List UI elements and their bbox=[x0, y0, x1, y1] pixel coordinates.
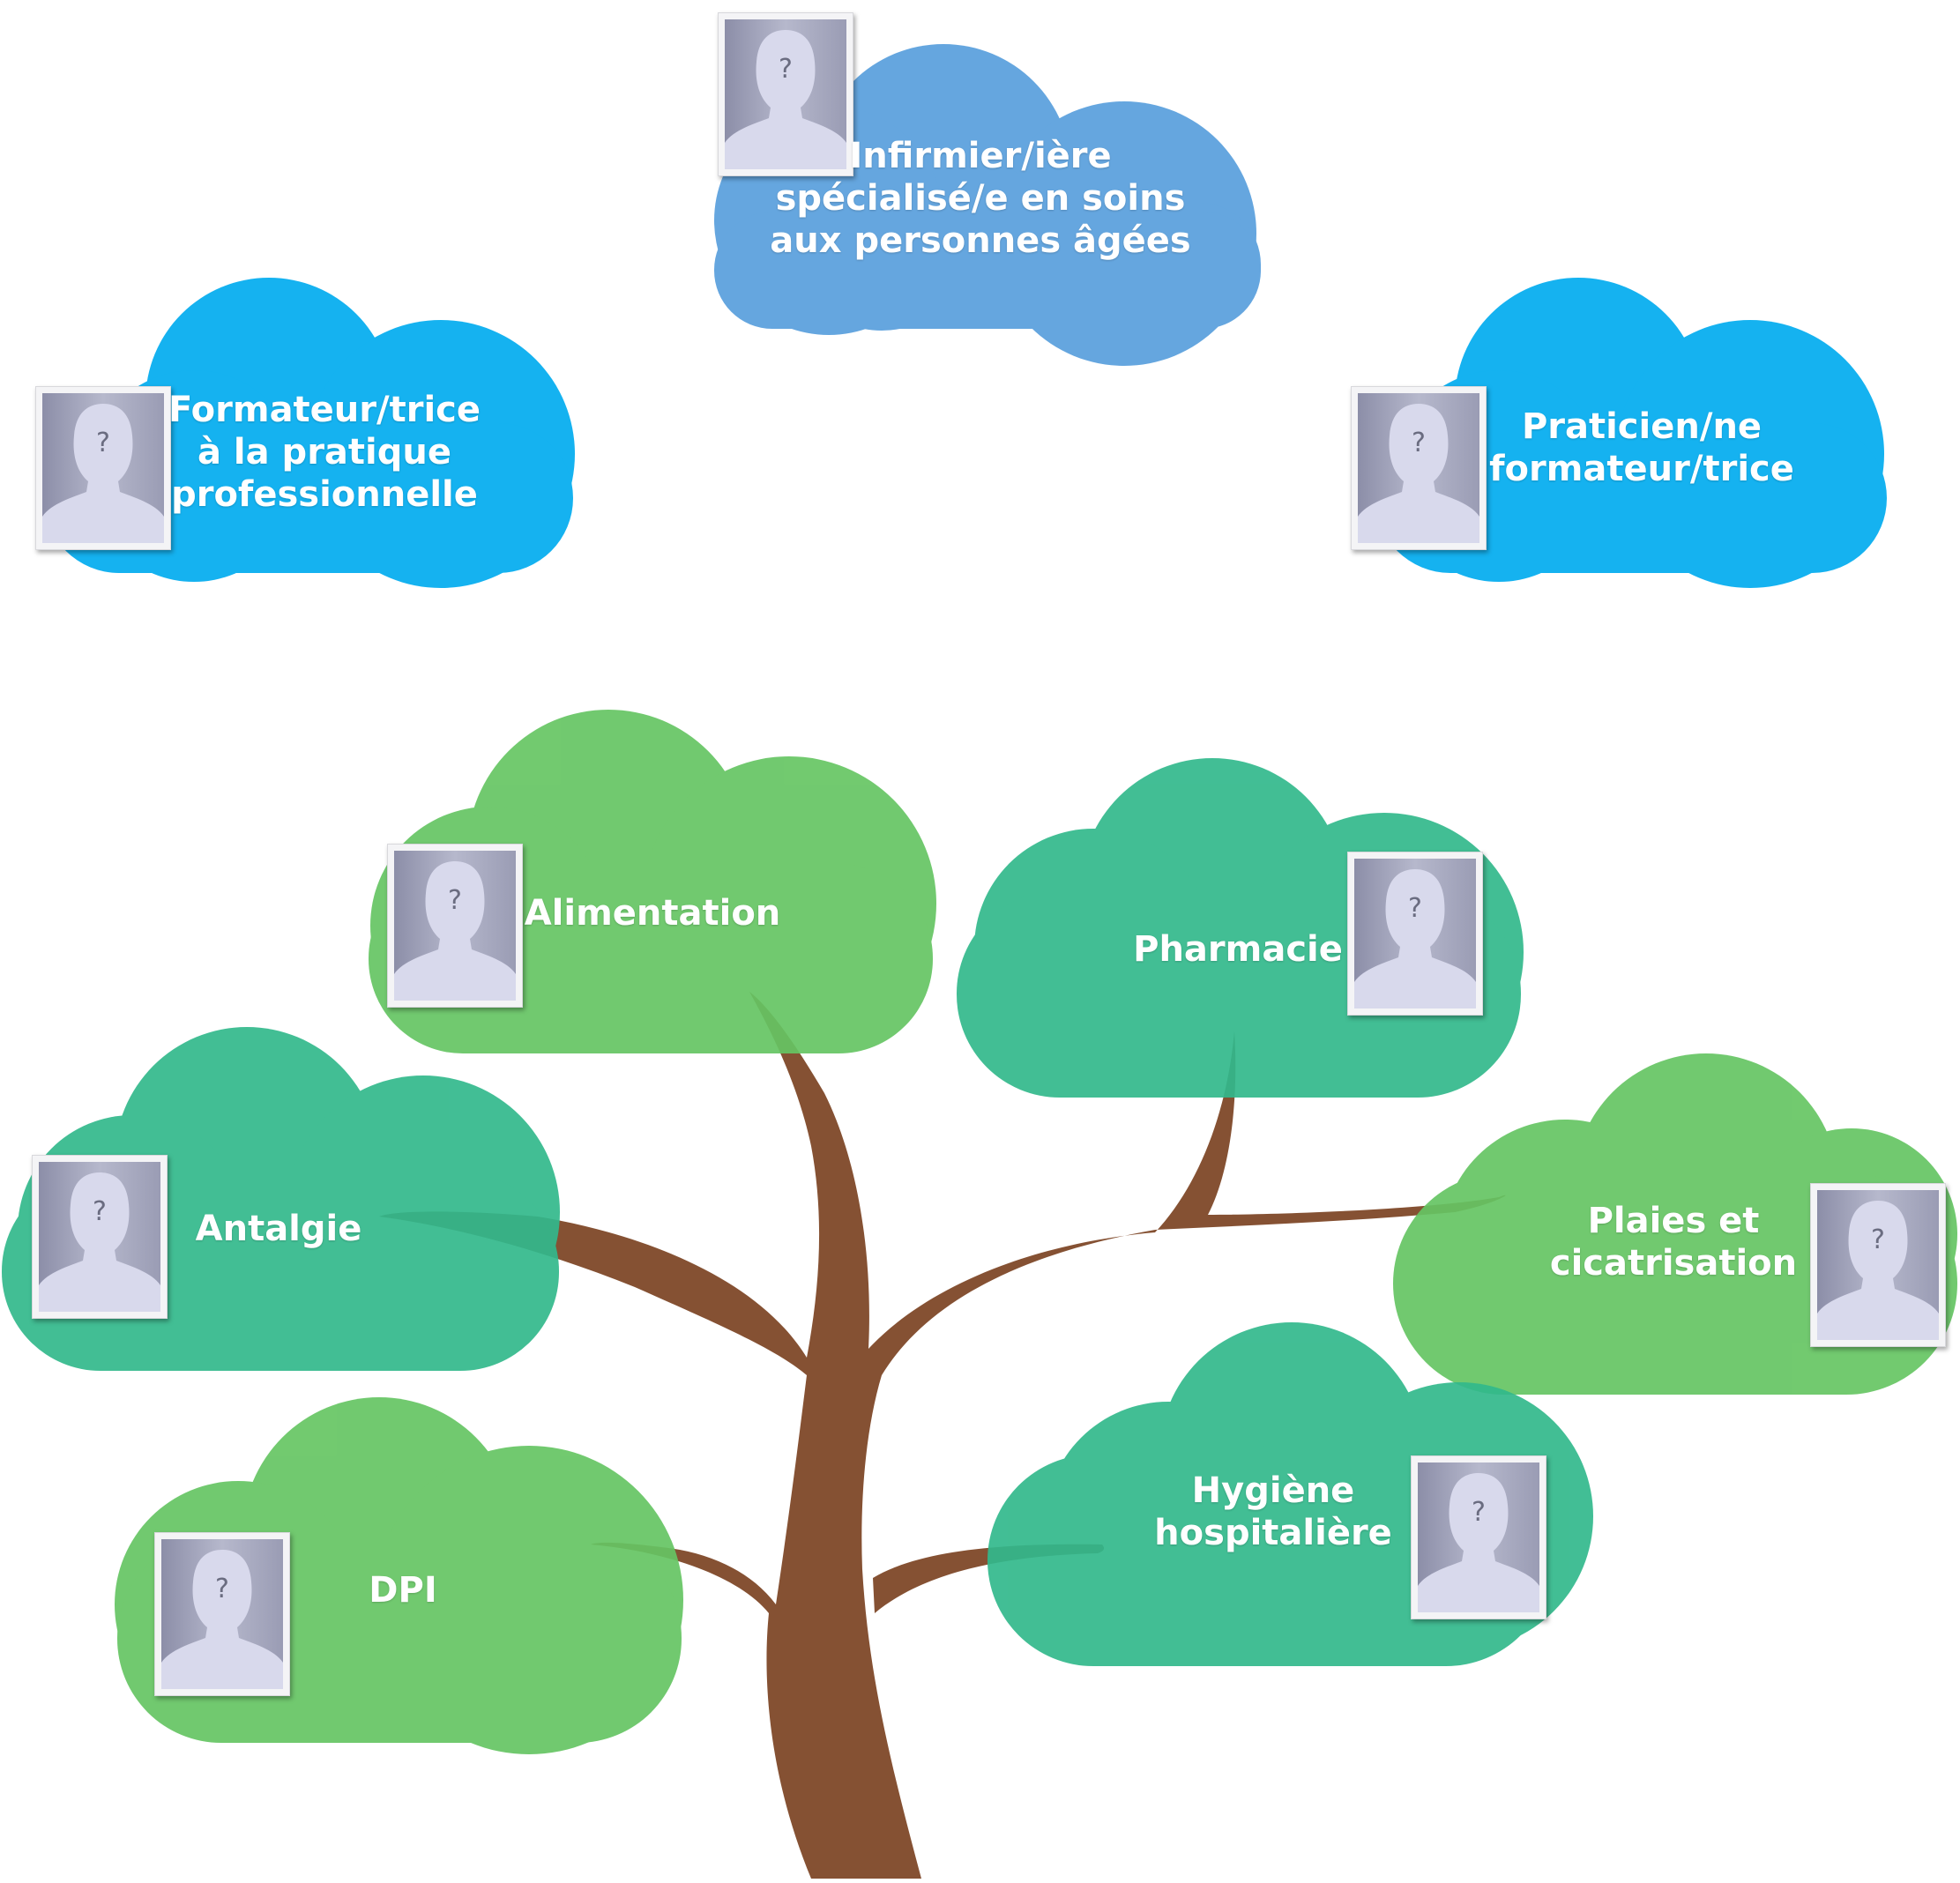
label-formateur: Formateur/trice à la pratique profession… bbox=[168, 389, 481, 516]
label-line: DPI bbox=[369, 1570, 437, 1611]
photo-plaies: ? bbox=[1810, 1183, 1946, 1347]
label-line: Pharmacie bbox=[1133, 929, 1343, 970]
label-line: cicatrisation bbox=[1549, 1243, 1798, 1284]
unknown-person-icon: ? bbox=[1354, 859, 1476, 1008]
unknown-person-icon: ? bbox=[42, 393, 164, 543]
label-line: Antalgie bbox=[195, 1209, 362, 1249]
cloud-formateur bbox=[44, 278, 575, 588]
label-alimentation: Alimentation bbox=[525, 892, 781, 934]
photo-formateur: ? bbox=[35, 386, 171, 550]
label-line: Hygiène bbox=[1191, 1470, 1355, 1511]
cloud-antalgie bbox=[2, 1027, 560, 1371]
label-plaies: Plaies et cicatrisation bbox=[1550, 1200, 1797, 1284]
photo-alimentation: ? bbox=[387, 844, 523, 1008]
unknown-person-icon: ? bbox=[39, 1162, 160, 1312]
question-mark-glyph: ? bbox=[1408, 893, 1422, 924]
question-mark-glyph: ? bbox=[1871, 1224, 1885, 1255]
label-line: Praticien/ne bbox=[1521, 406, 1763, 447]
photo-infirmier: ? bbox=[718, 12, 853, 176]
question-mark-glyph: ? bbox=[448, 885, 462, 916]
label-line: Plaies et bbox=[1587, 1201, 1760, 1241]
label-antalgie: Antalgie bbox=[196, 1208, 362, 1250]
question-mark-glyph: ? bbox=[215, 1574, 229, 1604]
question-mark-glyph: ? bbox=[93, 1196, 107, 1227]
question-mark-glyph: ? bbox=[779, 54, 793, 85]
label-line: Alimentation bbox=[524, 893, 781, 934]
tree-trunk bbox=[379, 992, 1506, 1879]
unknown-person-icon: ? bbox=[725, 19, 846, 169]
unknown-person-icon: ? bbox=[1817, 1190, 1939, 1340]
label-line: formateur/trice bbox=[1489, 449, 1794, 489]
photo-praticien: ? bbox=[1351, 386, 1487, 550]
label-line: à la pratique bbox=[197, 432, 451, 473]
cloud-infirmier bbox=[714, 44, 1261, 366]
label-praticien: Praticien/ne formateur/trice bbox=[1489, 406, 1794, 490]
photo-antalgie: ? bbox=[32, 1155, 168, 1319]
label-line: professionnelle bbox=[171, 474, 478, 515]
photo-hygiene: ? bbox=[1411, 1455, 1546, 1619]
question-mark-glyph: ? bbox=[1412, 428, 1426, 458]
unknown-person-icon: ? bbox=[394, 851, 516, 1001]
label-line: Infirmier/ière bbox=[849, 136, 1112, 176]
photo-pharmacie: ? bbox=[1347, 852, 1483, 1016]
label-line: Formateur/trice bbox=[168, 390, 481, 430]
label-dpi: DPI bbox=[369, 1569, 436, 1611]
unknown-person-icon: ? bbox=[161, 1539, 283, 1689]
label-line: aux personnes âgées bbox=[770, 220, 1191, 261]
question-mark-glyph: ? bbox=[96, 428, 110, 458]
label-infirmier: Infirmier/ière spécialisé/e en soins aux… bbox=[770, 135, 1190, 262]
label-line: hospitalière bbox=[1154, 1513, 1392, 1553]
photo-dpi: ? bbox=[154, 1532, 290, 1696]
label-line: spécialisé/e en soins bbox=[775, 178, 1186, 219]
unknown-person-icon: ? bbox=[1358, 393, 1479, 543]
label-hygiene: Hygiène hospitalière bbox=[1154, 1470, 1392, 1554]
label-pharmacie: Pharmacie bbox=[1133, 928, 1343, 971]
unknown-person-icon: ? bbox=[1418, 1462, 1539, 1612]
question-mark-glyph: ? bbox=[1472, 1497, 1486, 1528]
